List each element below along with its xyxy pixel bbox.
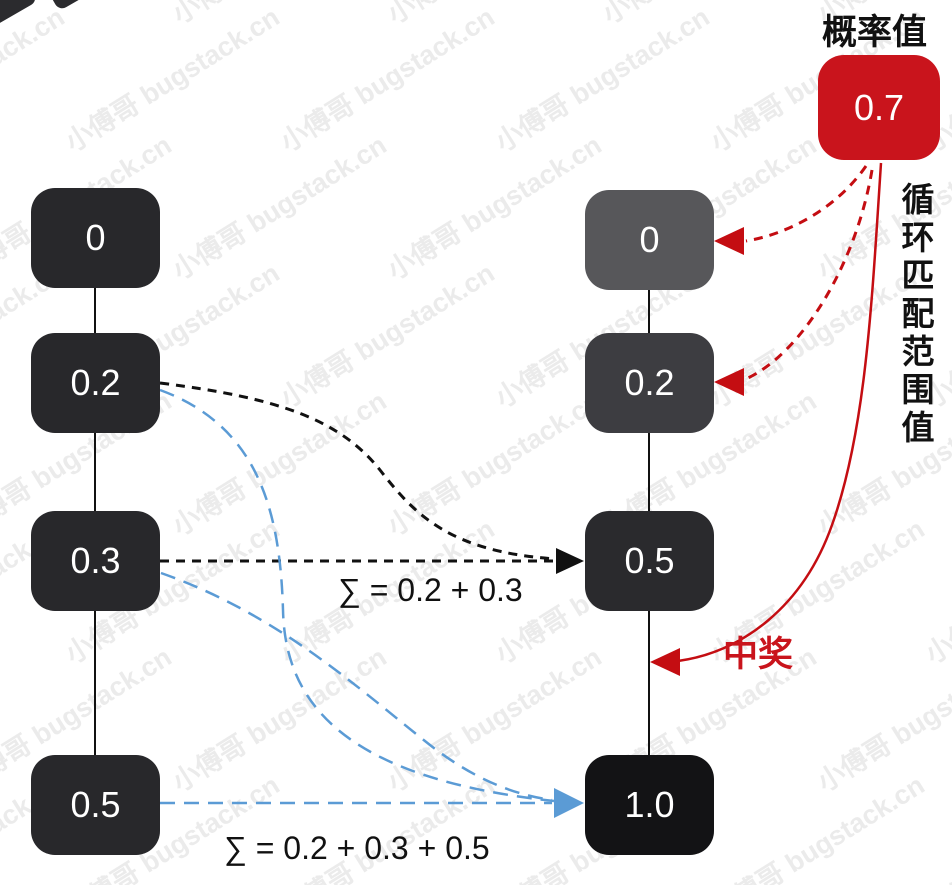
left-node-05: 0.5	[31, 755, 160, 855]
edge-red-solid-win	[677, 162, 883, 663]
left-node-05-value: 0.5	[70, 784, 121, 825]
right-node-02-value: 0.2	[624, 362, 675, 403]
left-connector-line	[94, 433, 96, 511]
right-node-05-value: 0.5	[624, 540, 675, 581]
left-node-03-value: 0.3	[70, 540, 121, 581]
edge-blue-curve-02-to-10	[159, 388, 555, 803]
arrowhead-blue-right	[554, 788, 584, 818]
right-node-10: 1.0	[585, 755, 714, 855]
right-connector-line	[648, 290, 650, 333]
left-node-0-value: 0	[85, 217, 106, 258]
win-label: 中奖	[723, 635, 794, 674]
right-node-0: 0	[585, 190, 714, 290]
left-node-02: 0.2	[31, 333, 160, 433]
arrowhead-black-right	[556, 548, 584, 574]
left-node-0: 0	[31, 188, 160, 288]
probability-title: 概率值	[822, 13, 928, 52]
edge-blue-curve-03-to-10	[160, 571, 553, 802]
edge-red-curve-07-to-0	[745, 165, 868, 243]
right-connector-line	[648, 611, 650, 755]
right-node-10-value: 1.0	[624, 784, 675, 825]
right-node-02: 0.2	[585, 333, 714, 433]
right-connector-line	[648, 433, 650, 511]
left-node-03: 0.3	[31, 511, 160, 611]
sum-formula-three: ∑ = 0.2 + 0.3 + 0.5	[224, 830, 490, 866]
right-node-05: 0.5	[585, 511, 714, 611]
arrowhead-red-win	[650, 648, 680, 676]
right-node-0-value: 0	[639, 219, 660, 260]
left-connector-line	[94, 611, 96, 755]
edge-black-curve-02-to-05	[159, 381, 557, 561]
arrowhead-red-left	[714, 368, 744, 396]
edge-red-curve-07-to-02	[747, 169, 874, 380]
left-node-02-value: 0.2	[70, 362, 121, 403]
loop-match-range-label: 循环匹配范围值	[896, 182, 934, 448]
left-connector-line	[94, 288, 96, 333]
probability-value: 0.7	[853, 86, 905, 128]
probability-value-box: 0.7	[818, 55, 940, 160]
arrowhead-red-left	[714, 227, 744, 255]
sum-formula-two: ∑ = 0.2 + 0.3	[338, 572, 523, 608]
